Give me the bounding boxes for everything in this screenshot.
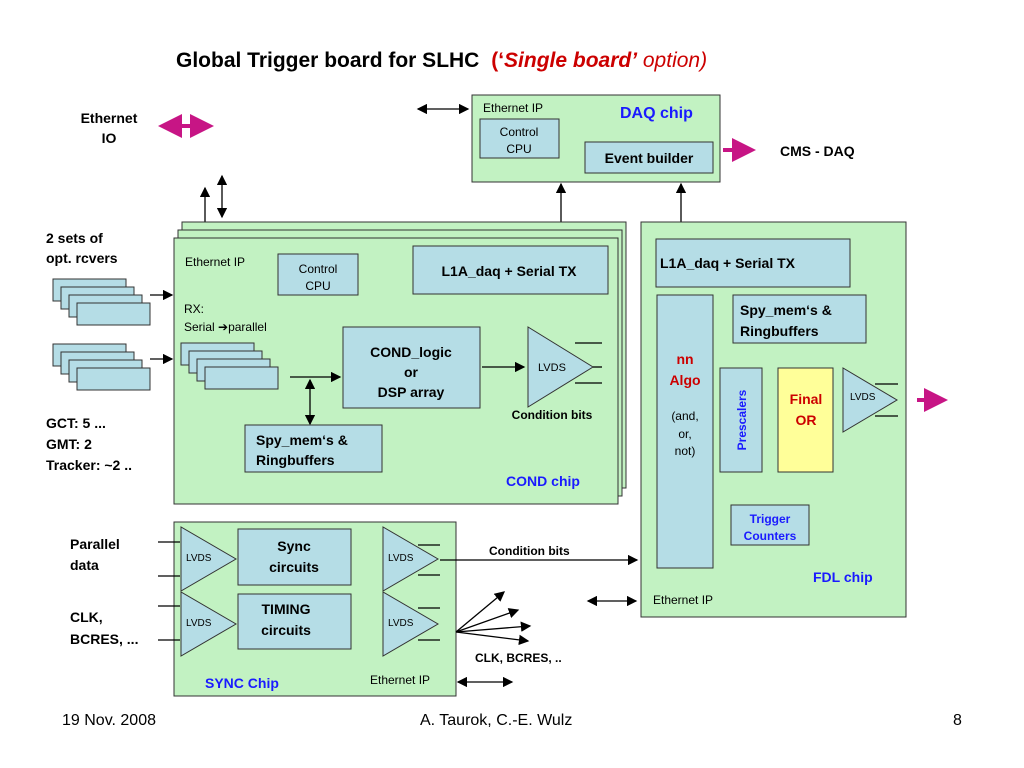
sync-chip-title: SYNC Chip xyxy=(205,675,279,691)
prescalers-box xyxy=(719,367,763,473)
cond-logic-line1: COND_logic xyxy=(370,344,452,360)
cond-logic-box xyxy=(342,326,481,409)
clk-fanout-arrows xyxy=(455,591,532,646)
cond-logic-line2: or xyxy=(404,364,419,380)
daq-control-cpu-line1: Control xyxy=(500,125,539,139)
cond-condition-bits-label: Condition bits xyxy=(512,408,593,422)
cond-control-cpu-line2: CPU xyxy=(305,279,330,293)
opt-receiver-stack-2 xyxy=(52,343,151,391)
trigger-counters-box xyxy=(730,504,810,546)
cms-daq-label: CMS - DAQ xyxy=(780,143,855,159)
prescalers-label: Prescalers xyxy=(735,389,749,450)
cond-spy-mem-box xyxy=(244,424,383,473)
fdl-chip-title: FDL chip xyxy=(813,569,873,585)
inputs-gmt: GMT: 2 xyxy=(46,436,92,452)
cond-control-cpu-box xyxy=(277,253,359,296)
fdl-l1a-daq-label: L1A_daq + Serial TX xyxy=(660,255,796,271)
timing-circuits-line1: TIMING xyxy=(262,601,311,617)
and-or-not-line1: (and, xyxy=(671,409,698,423)
final-or-box xyxy=(777,367,834,473)
cond-l1a-daq-label: L1A_daq + Serial TX xyxy=(442,263,578,279)
sync-condition-bits-label: Condition bits xyxy=(489,544,570,558)
ethernet-io-label-line2: IO xyxy=(102,130,117,146)
slide-title: Global Trigger board for SLHC (‘Single b… xyxy=(176,49,707,72)
timing-circuits-box xyxy=(237,593,352,650)
fdl-lvds-label: LVDS xyxy=(850,392,876,403)
timing-circuits-line2: circuits xyxy=(261,622,311,638)
sync-lvds-out-1-label: LVDS xyxy=(388,553,414,564)
footer-authors: A. Taurok, C.-E. Wulz xyxy=(420,712,572,729)
parallel-data-line2: data xyxy=(70,557,99,573)
cond-lvds-driver xyxy=(527,326,594,408)
opt-rcvers-line1: 2 sets of xyxy=(46,230,103,246)
fdl-l1a-daq-box xyxy=(655,238,851,288)
event-builder-label: Event builder xyxy=(605,150,694,166)
daq-ethernet-ip-label: Ethernet IP xyxy=(483,101,543,115)
fdl-spy-mem-line1: Spy_mem‘s & xyxy=(740,302,832,318)
daq-control-cpu-box xyxy=(479,118,560,159)
nn-algo-line1: nn xyxy=(676,351,693,367)
final-or-line1: Final xyxy=(790,391,823,407)
fdl-spy-mem-line2: Ringbuffers xyxy=(740,323,819,339)
clk-bcres-out-label: CLK, BCRES, .. xyxy=(475,651,562,665)
cond-l1a-daq-box xyxy=(412,245,609,295)
sync-circuits-line2: circuits xyxy=(269,559,319,575)
sync-circuits-box xyxy=(237,528,352,586)
trigger-counters-line2: Counters xyxy=(744,529,797,543)
fdl-spy-mem-box xyxy=(732,294,867,344)
sync-lvds-in-2-label: LVDS xyxy=(186,618,212,629)
sync-lvds-out-2 xyxy=(382,591,439,657)
ethernet-io-label-line1: Ethernet xyxy=(81,110,138,126)
sync-lvds-in-2 xyxy=(180,591,237,657)
inputs-gct: GCT: 5 ... xyxy=(46,415,106,431)
cond-chip-title: COND chip xyxy=(506,473,580,489)
footer-date: 19 Nov. 2008 xyxy=(62,712,156,729)
cond-ethernet-ip-label: Ethernet IP xyxy=(185,255,245,269)
daq-chip-title: DAQ chip xyxy=(620,105,693,122)
opt-rcvers-line2: opt. rcvers xyxy=(46,250,118,266)
clk-label-line1: CLK, xyxy=(70,609,103,625)
opt-receiver-stack-1 xyxy=(52,278,151,326)
rx-label-line1: RX: xyxy=(184,302,204,316)
cond-spy-mem-line1: Spy_mem‘s & xyxy=(256,432,348,448)
daq-control-cpu-line2: CPU xyxy=(506,142,531,156)
cond-lvds-label: LVDS xyxy=(538,362,566,374)
and-or-not-line2: or, xyxy=(678,427,691,441)
rx-receiver-stack xyxy=(180,342,279,390)
sync-lvds-out-1 xyxy=(382,526,439,592)
final-or-line2: OR xyxy=(796,412,817,428)
sync-lvds-out-2-label: LVDS xyxy=(388,618,414,629)
nn-algo-line2: Algo xyxy=(669,372,700,388)
clk-label-line2: BCRES, ... xyxy=(70,631,138,647)
cond-logic-line3: DSP array xyxy=(378,384,445,400)
cond-control-cpu-line1: Control xyxy=(299,262,338,276)
sync-circuits-line1: Sync xyxy=(277,538,311,554)
event-builder-box xyxy=(584,141,714,174)
sync-lvds-in-1 xyxy=(180,526,237,592)
fdl-lvds-driver xyxy=(842,367,898,433)
footer-page-number: 8 xyxy=(953,712,962,729)
sync-lvds-in-1-label: LVDS xyxy=(186,553,212,564)
fdl-ethernet-ip-label: Ethernet IP xyxy=(653,593,713,607)
cond-spy-mem-line2: Ringbuffers xyxy=(256,452,335,468)
trigger-counters-line1: Trigger xyxy=(750,512,791,526)
rx-label-line2: Serial ➔parallel xyxy=(184,320,267,334)
inputs-tracker: Tracker: ~2 .. xyxy=(46,457,132,473)
sync-ethernet-ip-label: Ethernet IP xyxy=(370,673,430,687)
nn-algo-box xyxy=(656,294,714,569)
and-or-not-line3: not) xyxy=(675,444,696,458)
parallel-data-line1: Parallel xyxy=(70,536,120,552)
